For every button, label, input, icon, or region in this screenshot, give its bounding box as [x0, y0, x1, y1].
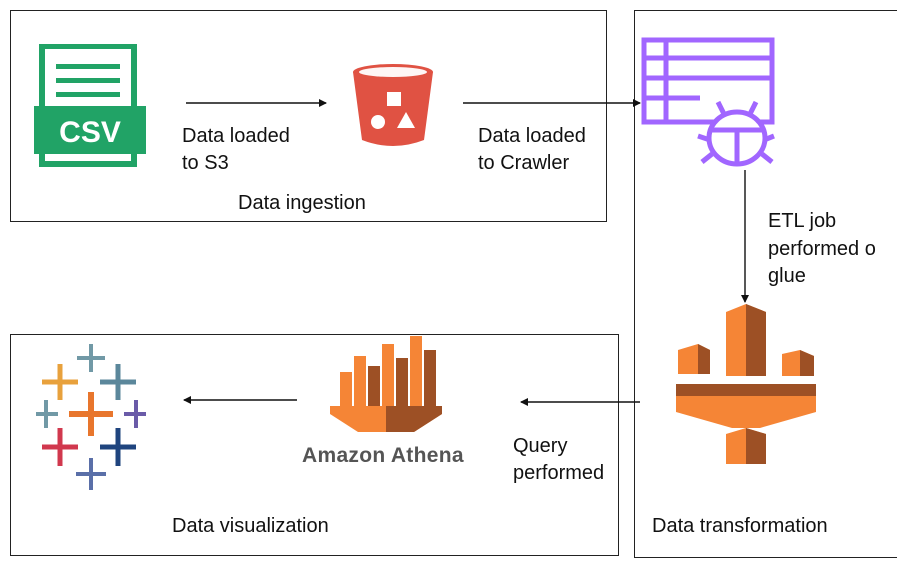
- s3-bucket-icon: [350, 62, 436, 148]
- csv-file-icon: CSV: [34, 44, 146, 168]
- csv-icon-text: CSV: [59, 116, 121, 149]
- arrow1-label-line2: to S3: [182, 152, 229, 174]
- data-transformation-box: [634, 10, 897, 558]
- query-label-line2: performed: [513, 462, 605, 484]
- tableau-icon: [36, 344, 146, 494]
- amazon-athena-icon: [330, 336, 450, 438]
- etl-label-line3: glue: [768, 265, 806, 287]
- query-label-line1: Query: [513, 435, 568, 457]
- arrow1-label-line1: Data loaded: [182, 125, 290, 147]
- glue-crawler-icon: [640, 36, 776, 170]
- data-transformation-title: Data transformation: [652, 515, 828, 537]
- etl-label-line2: performed o: [768, 238, 876, 260]
- data-visualization-title: Data visualization: [172, 515, 329, 537]
- arrow2-label-line2: to Crawler: [478, 152, 570, 174]
- aws-glue-icon: [676, 304, 816, 468]
- etl-label-line1: ETL job: [768, 210, 837, 232]
- amazon-athena-label: Amazon Athena: [302, 444, 464, 467]
- data-ingestion-title: Data ingestion: [238, 192, 366, 214]
- arrow2-label-line1: Data loaded: [478, 125, 586, 147]
